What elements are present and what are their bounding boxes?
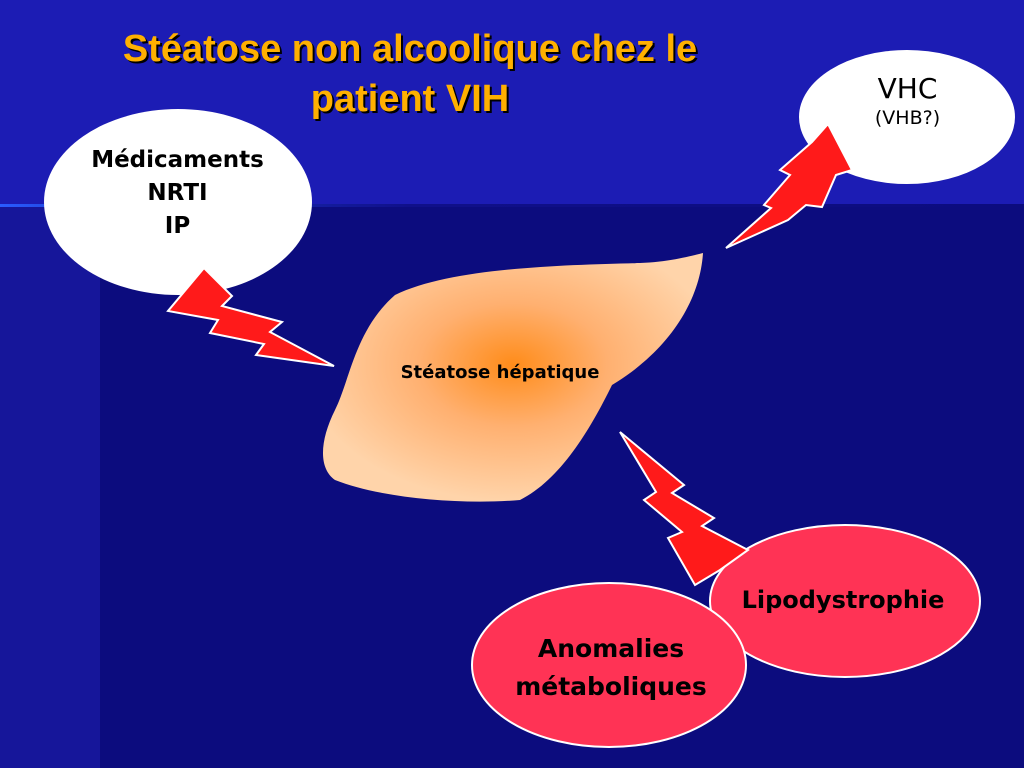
medications-label: Médicaments NRTI IP bbox=[45, 144, 310, 243]
lightning-bolt-metabolic bbox=[619, 431, 750, 587]
medications-line-3: IP bbox=[164, 213, 191, 239]
medications-bubble bbox=[44, 109, 312, 295]
viral-line-1: VHC bbox=[877, 72, 938, 105]
slide-title-line-1: Stéatose non alcoolique chez le bbox=[122, 28, 698, 70]
slide-title-line-2: patient VIH bbox=[310, 78, 510, 120]
medications-line-1: Médicaments bbox=[91, 147, 264, 173]
metabolic-line-2: métaboliques bbox=[515, 672, 707, 701]
viral-hepatitis-label: VHC (VHB?) bbox=[800, 72, 1015, 130]
divider-line bbox=[0, 204, 1024, 207]
lipodystrophy-label: Lipodystrophie bbox=[741, 586, 945, 614]
metabolic-anomalies-label: Anomalies métaboliques bbox=[472, 630, 750, 706]
lipodystrophy-bubble bbox=[709, 524, 981, 678]
liver-label: Stéatose hépatique bbox=[400, 362, 600, 383]
slide-title: Stéatose non alcoolique chez le patient … bbox=[20, 24, 800, 124]
lightning-bolt-medications bbox=[166, 266, 335, 367]
left-band bbox=[0, 207, 100, 768]
medications-line-2: NRTI bbox=[147, 180, 208, 206]
viral-line-2: (VHB?) bbox=[874, 107, 941, 129]
liver-shape bbox=[322, 253, 703, 502]
metabolic-anomalies-bubble bbox=[471, 582, 747, 748]
metabolic-line-1: Anomalies bbox=[537, 634, 685, 663]
viral-hepatitis-bubble bbox=[799, 50, 1015, 184]
lightning-bolt-viral bbox=[725, 122, 854, 249]
